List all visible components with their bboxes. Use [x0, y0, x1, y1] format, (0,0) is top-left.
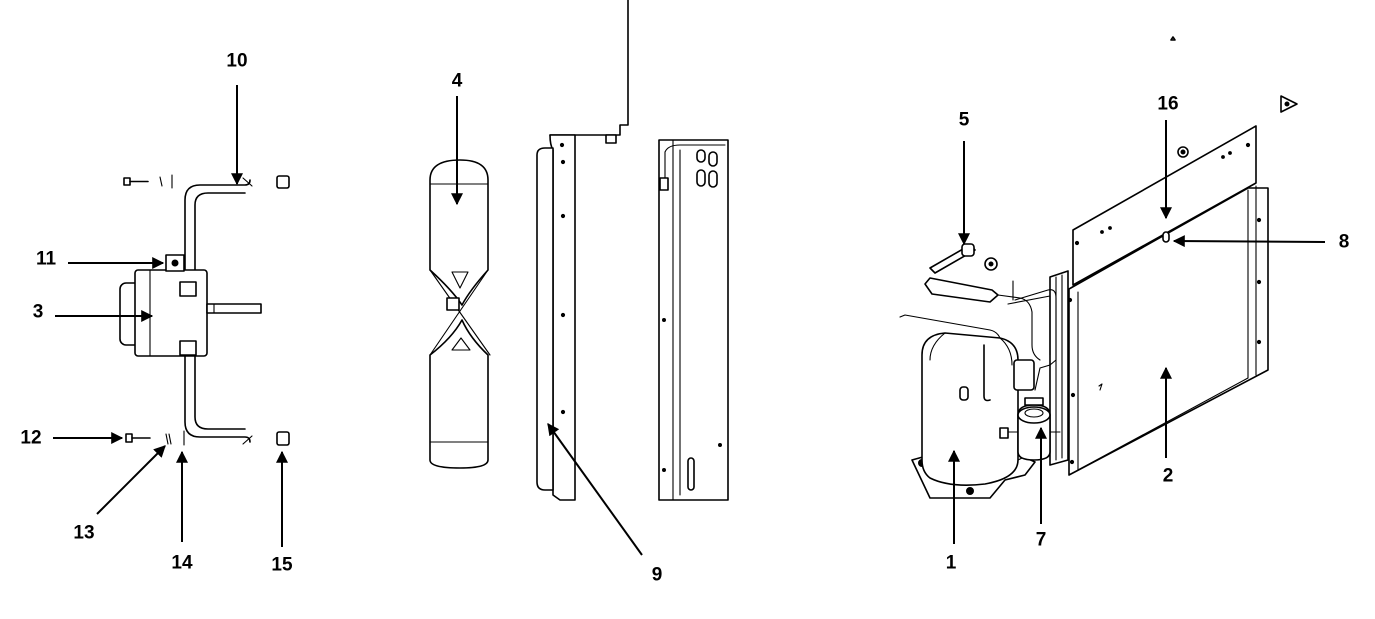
callout-2: 2: [1162, 465, 1174, 487]
leader-13: [96, 445, 166, 515]
callout-1: 1: [945, 552, 957, 574]
side-plate: [1049, 270, 1069, 466]
callout-16: 16: [1157, 93, 1179, 115]
callout-9: 9: [651, 564, 663, 586]
screw-12: [125, 433, 151, 443]
bracket-small: [1170, 36, 1298, 113]
callout-8: 8: [1338, 231, 1350, 253]
overload-relay-5: [924, 243, 1041, 361]
leader-9: [547, 423, 643, 556]
callout-12: 12: [20, 427, 42, 449]
motor-mount-bracket-top: [184, 177, 253, 271]
isolator-15: [276, 431, 290, 446]
callout-13: 13: [73, 522, 95, 544]
fan-blade: [429, 159, 491, 469]
compressor: [911, 332, 1036, 499]
shroud-panel-right: [658, 139, 729, 501]
callout-10: 10: [226, 50, 248, 72]
callout-11: 11: [35, 248, 57, 270]
callout-5: 5: [958, 109, 970, 131]
callout-14: 14: [171, 552, 193, 574]
grommet-11: [165, 254, 185, 272]
top-panel: [1072, 125, 1257, 286]
fan-motor: [119, 269, 262, 357]
drain-plug-8: [1162, 231, 1170, 243]
lockwasher-13: [165, 433, 172, 445]
callout-15: 15: [271, 554, 293, 576]
callout-3: 3: [32, 301, 44, 323]
callout-4: 4: [451, 70, 463, 92]
shroud-panel-left: [536, 0, 629, 501]
callout-7: 7: [1035, 529, 1047, 551]
leader-8: [1172, 235, 1326, 248]
condenser-coil: [1067, 185, 1269, 476]
motor-mount-bracket-bottom: [184, 349, 253, 445]
screw-top: [123, 174, 290, 189]
